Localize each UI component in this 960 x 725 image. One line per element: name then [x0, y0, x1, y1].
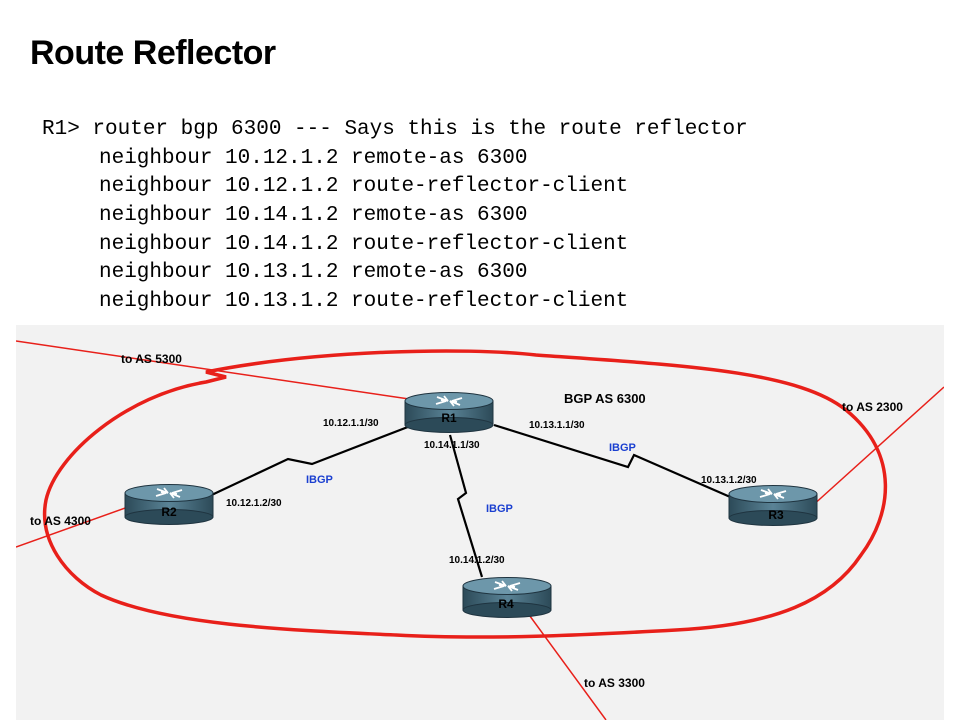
router-r3: R3: [728, 484, 818, 526]
config-line-neighbour-r4-remote-as: neighbour 10.14.1.2 remote-as 6300: [99, 204, 528, 228]
ibgp-label-r1-r3: IBGP: [609, 442, 636, 454]
addr-r1-to-r2: 10.12.1.1/30: [323, 418, 379, 429]
config-line-neighbour-r3-rr-client: neighbour 10.13.1.2 route-reflector-clie…: [99, 290, 629, 314]
label-to-as3300: to AS 3300: [584, 676, 645, 690]
router-r4: R4: [462, 576, 552, 618]
ibgp-link-r1-r3: [493, 423, 745, 505]
router-r3-label: R3: [768, 508, 784, 522]
router-r1: R1: [404, 391, 494, 433]
slide-title: Route Reflector: [30, 34, 276, 72]
link-to-as4300: [15, 506, 129, 548]
config-line-neighbour-r2-rr-client: neighbour 10.12.1.2 route-reflector-clie…: [99, 175, 629, 199]
label-to-as2300: to AS 2300: [842, 400, 903, 414]
network-diagram: R1 R2 R3 R4 BGP AS 6300 to AS 5300 to AS…: [15, 325, 945, 721]
label-to-as5300: to AS 5300: [121, 352, 182, 366]
addr-r3-to-r1: 10.13.1.2/30: [701, 475, 757, 486]
config-line-neighbour-r2-remote-as: neighbour 10.12.1.2 remote-as 6300: [99, 146, 528, 170]
config-line-neighbour-r4-rr-client: neighbour 10.14.1.2 route-reflector-clie…: [99, 232, 629, 256]
addr-r1-to-r4: 10.14.1.1/30: [424, 440, 480, 451]
router-r2: R2: [124, 483, 214, 525]
ibgp-label-r1-r4: IBGP: [486, 503, 513, 515]
label-to-as4300: to AS 4300: [30, 514, 91, 528]
as-6300-label: BGP AS 6300: [564, 391, 646, 406]
addr-r4-to-r1: 10.14.1.2/30: [449, 555, 505, 566]
router-r2-label: R2: [161, 505, 177, 519]
ibgp-label-r1-r2: IBGP: [306, 474, 333, 486]
bgp-config-block: R1> router bgp 6300 --- Says this is the…: [42, 116, 748, 317]
ibgp-link-r1-r4: [448, 434, 484, 578]
link-to-as3300: [515, 596, 607, 721]
router-r1-label: R1: [441, 411, 457, 425]
addr-r1-to-r3: 10.13.1.1/30: [529, 420, 585, 431]
ibgp-link-r1-r2: [200, 423, 414, 501]
config-line-neighbour-r3-remote-as: neighbour 10.13.1.2 remote-as 6300: [99, 261, 528, 285]
as-6300-boundary: [42, 349, 888, 639]
router-r4-label: R4: [498, 597, 514, 611]
addr-r2-to-r1: 10.12.1.2/30: [226, 498, 282, 509]
config-line-router-bgp: R1> router bgp 6300 --- Says this is the…: [42, 118, 748, 141]
